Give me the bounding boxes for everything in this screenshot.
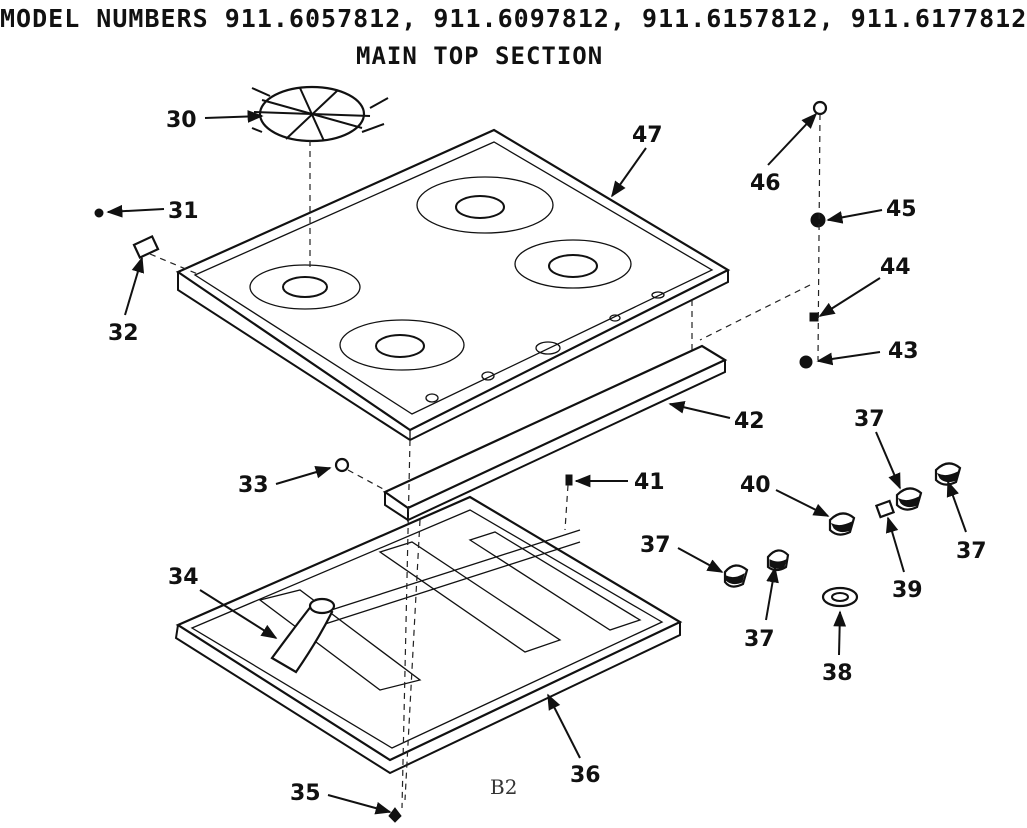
callout-32: 32 bbox=[108, 321, 139, 346]
callout-46: 46 bbox=[750, 171, 781, 196]
callout-40: 40 bbox=[740, 473, 771, 498]
callout-33: 33 bbox=[238, 473, 269, 498]
page-code: B2 bbox=[490, 775, 517, 799]
exploded-parts-diagram: 30 31 32 33 34 35 36 37 37 37 37 38 39 4… bbox=[94, 85, 987, 823]
callout-41: 41 bbox=[634, 470, 665, 495]
knobs bbox=[723, 462, 962, 608]
burner-box bbox=[174, 495, 683, 775]
callout-37-b: 37 bbox=[744, 627, 775, 652]
leader-arrows bbox=[106, 110, 967, 815]
assembly-lines bbox=[149, 113, 821, 809]
manifold-bracket bbox=[382, 344, 728, 522]
callout-34: 34 bbox=[168, 565, 199, 590]
callout-39: 39 bbox=[892, 578, 923, 603]
small-parts bbox=[94, 100, 828, 823]
callout-43: 43 bbox=[888, 339, 919, 364]
callout-35: 35 bbox=[290, 781, 321, 806]
venturi-tube bbox=[270, 597, 336, 674]
callout-37-d: 37 bbox=[956, 539, 987, 564]
callout-44: 44 bbox=[880, 255, 911, 280]
callout-45: 45 bbox=[886, 197, 917, 222]
callout-42: 42 bbox=[734, 409, 765, 434]
callout-36: 36 bbox=[570, 763, 601, 788]
callout-38: 38 bbox=[822, 661, 853, 686]
callout-47: 47 bbox=[632, 123, 663, 148]
section-title: MAIN TOP SECTION bbox=[356, 42, 604, 70]
cooktop-main-top bbox=[175, 128, 731, 442]
callout-31: 31 bbox=[168, 199, 199, 224]
callout-37-a: 37 bbox=[640, 533, 671, 558]
callout-labels: 30 31 32 33 34 35 36 37 37 37 37 38 39 4… bbox=[108, 108, 987, 806]
model-numbers: MODEL NUMBERS 911.6057812, 911.6097812, … bbox=[0, 4, 1027, 33]
burner-grate bbox=[251, 85, 389, 143]
callout-30: 30 bbox=[166, 108, 197, 133]
callout-37-c: 37 bbox=[854, 407, 885, 432]
